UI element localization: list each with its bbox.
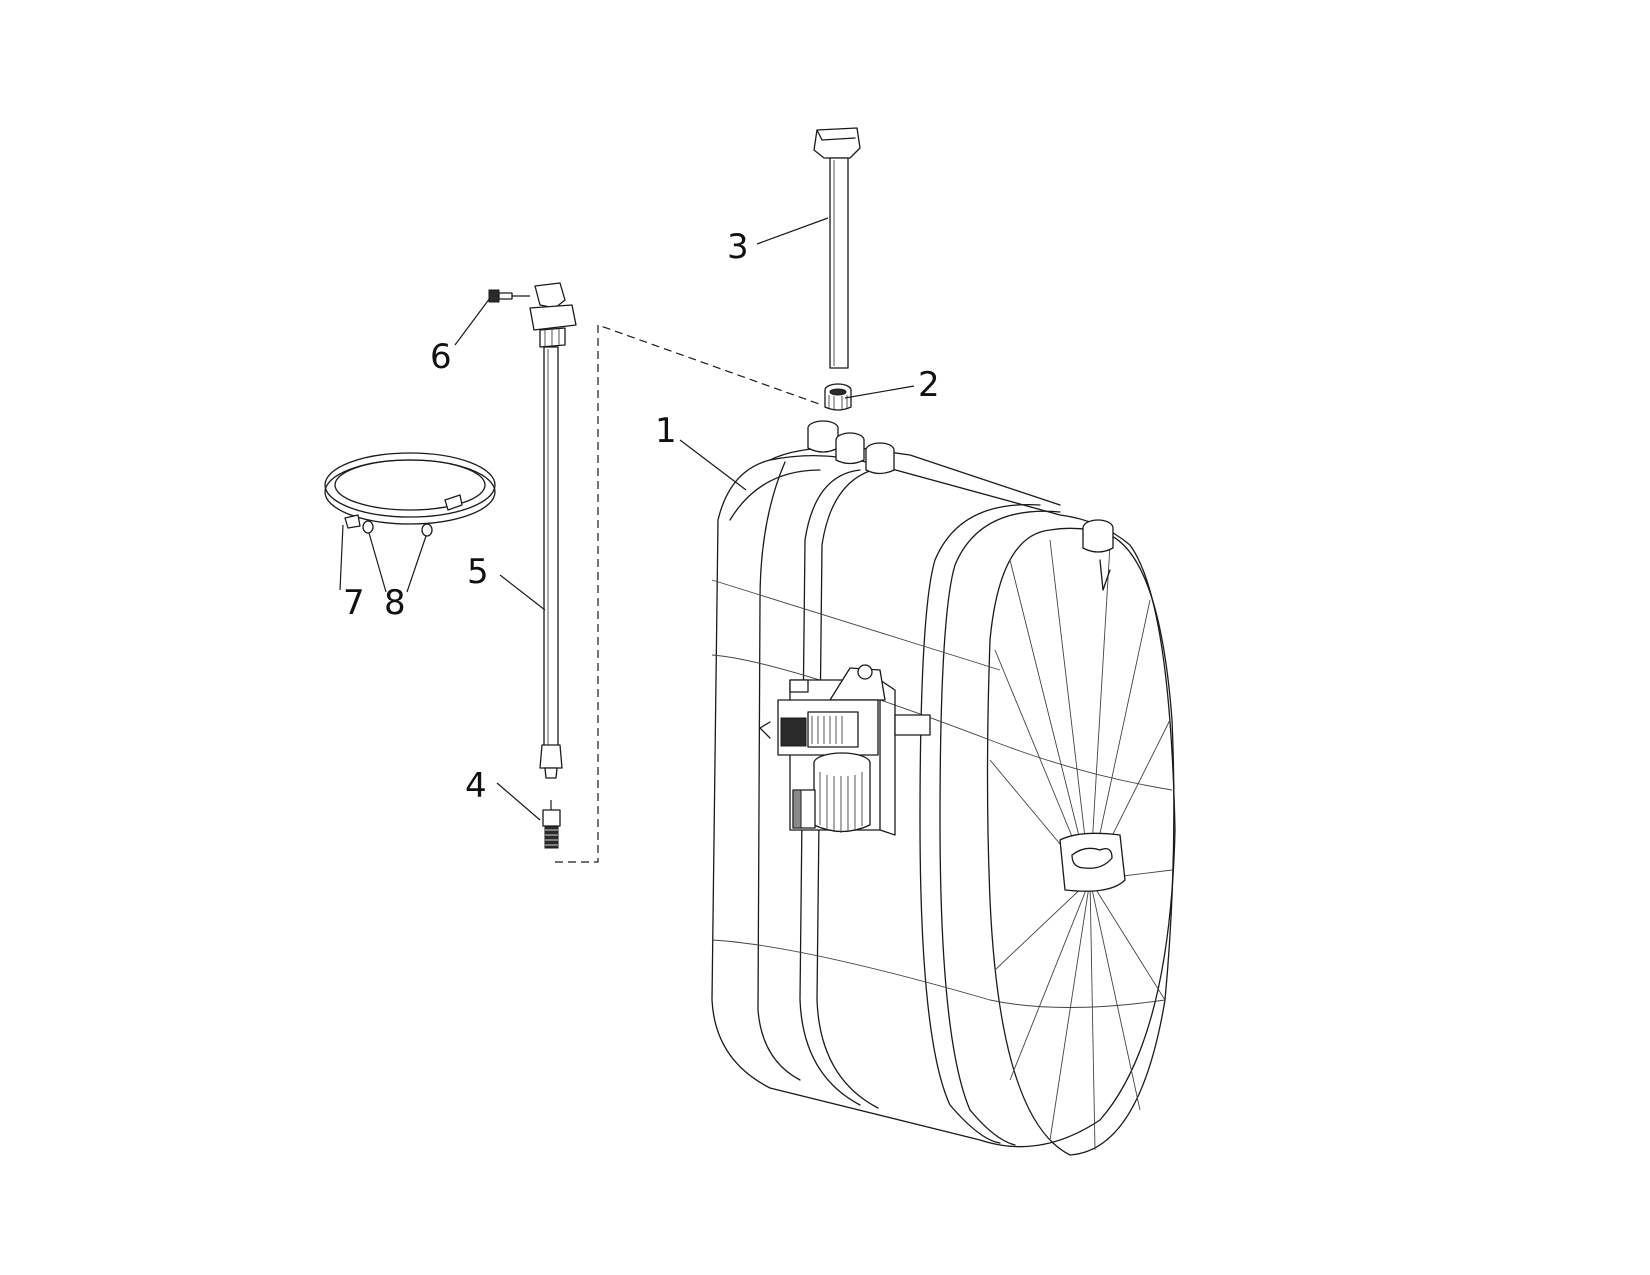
- callout-2: 2: [918, 365, 940, 405]
- callout-1: 1: [655, 411, 677, 451]
- pump-icon: [759, 664, 931, 836]
- callout-5: 5: [467, 552, 489, 592]
- leader-lines: [339, 217, 915, 821]
- callout-6: 6: [430, 337, 452, 377]
- screw-icon: [488, 289, 530, 303]
- suction-pipe-icon: [529, 282, 577, 779]
- callout-8: 8: [384, 583, 406, 623]
- callout-4: 4: [465, 766, 487, 806]
- hose-icon: [324, 452, 496, 529]
- hose-clamp-icon: [362, 520, 433, 537]
- tank-icon: [711, 420, 1176, 1156]
- bushing-icon: [824, 383, 852, 411]
- callout-7: 7: [343, 583, 365, 623]
- callout-3: 3: [727, 227, 749, 267]
- fitting-icon: [542, 800, 561, 849]
- dipstick-tube-icon: [813, 127, 861, 369]
